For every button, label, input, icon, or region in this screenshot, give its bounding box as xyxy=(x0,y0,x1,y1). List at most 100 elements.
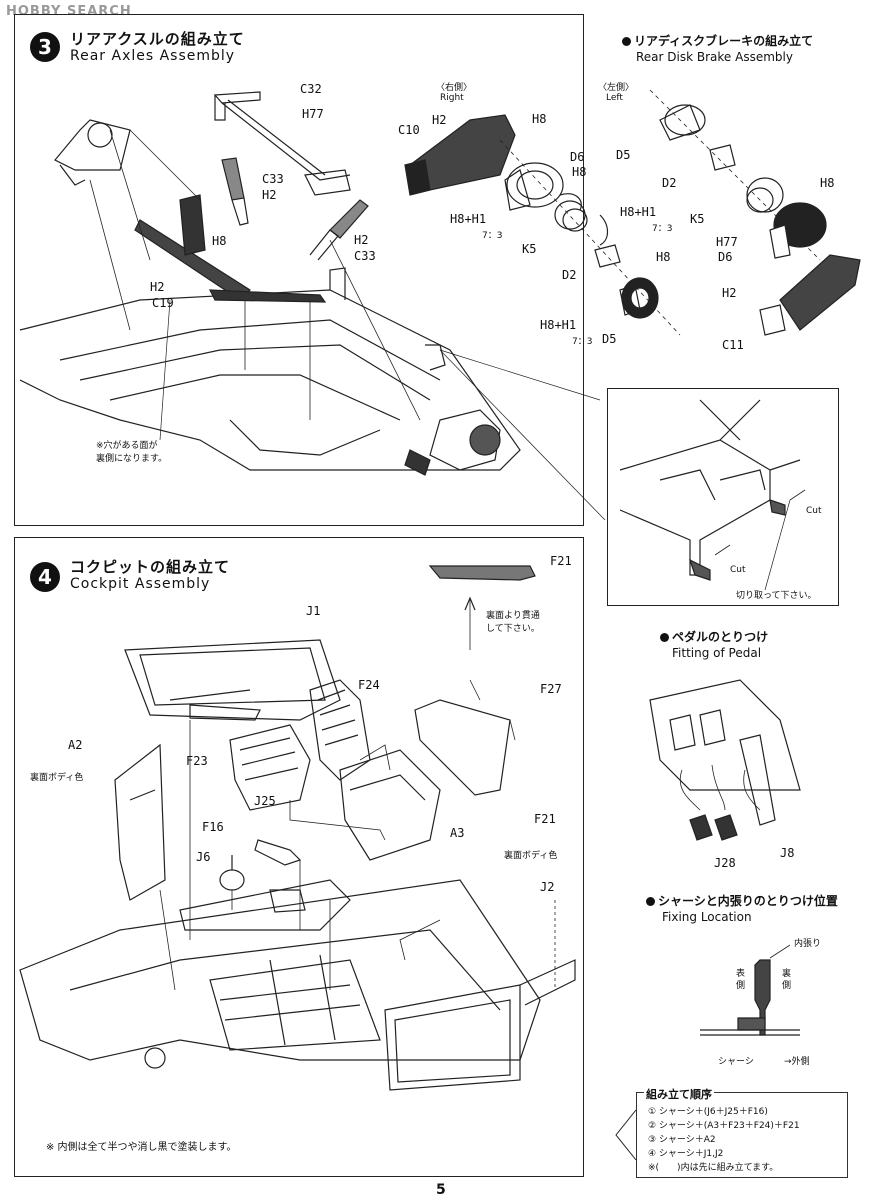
detail-cut-1: Cut xyxy=(806,506,822,516)
step3-title-ja: リアアクスルの組み立て xyxy=(70,30,245,48)
pedal-label-j28: J28 xyxy=(714,856,736,870)
rd-right-h8h1-c: H8+H1 xyxy=(540,318,577,332)
rd-right-d6: D6 xyxy=(570,150,585,164)
step4-label-j6: J6 xyxy=(196,850,211,864)
right-side-ja: 〈右側〉 xyxy=(436,83,473,93)
rd-left-c11: C11 xyxy=(722,338,744,352)
assembly-order-title: 組み立て順序 xyxy=(644,1086,714,1102)
rd-right-d5: D5 xyxy=(602,332,617,346)
step4-a3-body-color: 裏面ボディ色 xyxy=(504,851,558,861)
step3-panel xyxy=(14,14,584,526)
rear-disk-title-ja: リアディスクブレーキの組み立て xyxy=(622,32,813,49)
step4-a2-body-color: 裏面ボディ色 xyxy=(30,773,84,783)
step4-label-a2: A2 xyxy=(68,738,83,752)
fixing-title-ja: シャーシと内張りのとりつけ位置 xyxy=(646,892,838,909)
page-number: 5 xyxy=(436,1182,446,1198)
step3-label-h8: H8 xyxy=(212,234,227,248)
step3-label-c33-b: C33 xyxy=(354,249,376,263)
rd-right-h8-c: H8 xyxy=(656,250,671,264)
rd-left-h8: H8 xyxy=(820,176,835,190)
step3-label-c19: C19 xyxy=(152,296,174,310)
step4-label-f21-a: F21 xyxy=(550,554,572,568)
fixing-back: 裏 側 xyxy=(782,969,792,991)
rd-left-h77: H77 xyxy=(716,235,738,249)
left-side-ja: 〈左側〉 xyxy=(598,83,635,93)
step3-label-h2-b: H2 xyxy=(150,280,165,294)
fixing-inner: 内張り xyxy=(794,939,822,949)
step3-label-h77: H77 xyxy=(302,107,324,121)
step4-label-j2: J2 xyxy=(540,880,555,894)
rd-right-c10: C10 xyxy=(398,123,420,137)
step4-label-j1: J1 xyxy=(306,604,321,618)
step4-title-en: Cockpit Assembly xyxy=(70,576,211,592)
rd-right-h8h1-b: H8+H1 xyxy=(620,205,657,219)
fixing-outside: →外側 xyxy=(784,1057,810,1067)
step3-label-h2-c: H2 xyxy=(354,233,369,247)
bullet-icon xyxy=(660,633,669,642)
step4-title-ja: コクピットの組み立て xyxy=(70,558,231,576)
rd-ratio-a: 7：3 xyxy=(482,231,503,241)
order-line-4: ④ シャーシ＋J1,J2 xyxy=(648,1149,724,1159)
detail-panel xyxy=(607,388,839,606)
step4-number: 4 xyxy=(30,562,60,592)
rear-disk-title-ja-text: リアディスクブレーキの組み立て xyxy=(634,34,814,48)
step3-label-h2-a: H2 xyxy=(262,188,277,202)
fixing-title-en: Fixing Location xyxy=(662,910,752,924)
fixing-front: 表 側 xyxy=(736,969,746,991)
order-line-1: ① シャーシ＋(J6＋J25＋F16) xyxy=(648,1107,768,1117)
rd-left-d2: D2 xyxy=(662,176,677,190)
left-side-en: Left xyxy=(606,93,623,103)
step4-panel xyxy=(14,537,584,1177)
pedal-title-en: Fitting of Pedal xyxy=(672,646,762,660)
step3-number: 3 xyxy=(30,32,60,62)
rd-ratio-c: 7：3 xyxy=(572,337,593,347)
step4-label-f23: F23 xyxy=(186,754,208,768)
step3-label-c32: C32 xyxy=(300,82,322,96)
rd-right-k5: K5 xyxy=(522,242,537,256)
step3-title-en: Rear Axles Assembly xyxy=(70,48,236,64)
rd-right-h2: H2 xyxy=(432,113,447,127)
step4-label-f24: F24 xyxy=(358,678,380,692)
rd-right-h8-b: H8 xyxy=(572,165,587,179)
rd-left-k5: K5 xyxy=(690,212,705,226)
watermark-text: HOBBY SEARCH xyxy=(6,4,132,19)
order-line-3: ③ シャーシ＋A2 xyxy=(648,1135,716,1145)
fixing-title-ja-text: シャーシと内張りのとりつけ位置 xyxy=(658,894,838,908)
rd-right-d2: D2 xyxy=(562,268,577,282)
step4-f21-note: 裏面より貫通 して下さい。 xyxy=(486,611,540,634)
rd-left-d5: D5 xyxy=(616,148,631,162)
detail-cut-2: Cut xyxy=(730,565,746,575)
assembly-order-box xyxy=(636,1092,848,1178)
step3-note: ※穴がある面が 裏側になります。 xyxy=(96,441,168,464)
step4-label-f16: F16 xyxy=(202,820,224,834)
rd-right-h8h1-a: H8+H1 xyxy=(450,212,487,226)
step4-label-f21-b: F21 xyxy=(534,812,556,826)
rd-right-h8-a: H8 xyxy=(532,112,547,126)
step4-label-j25: J25 xyxy=(254,794,276,808)
pedal-label-j8: J8 xyxy=(780,846,795,860)
step3-label-c33-a: C33 xyxy=(262,172,284,186)
rd-ratio-b: 7：3 xyxy=(652,224,673,234)
fixing-chassis: シャーシ xyxy=(718,1057,754,1067)
pedal-title-ja-text: ペダルのとりつけ xyxy=(672,630,769,644)
detail-note: 切り取って下さい。 xyxy=(736,591,817,601)
pedal-title-ja: ペダルのとりつけ xyxy=(660,628,768,645)
step4-label-a3: A3 xyxy=(450,826,465,840)
rear-disk-title-en: Rear Disk Brake Assembly xyxy=(636,50,793,64)
right-side-en: Right xyxy=(440,93,464,103)
rd-left-d6: D6 xyxy=(718,250,733,264)
order-line-2: ② シャーシ＋(A3＋F23＋F24)＋F21 xyxy=(648,1121,800,1131)
rd-left-h2: H2 xyxy=(722,286,737,300)
step4-footnote: ※ 内側は全て半つや消し黒で塗装します。 xyxy=(46,1142,237,1153)
bullet-icon xyxy=(622,37,631,46)
step4-label-f27: F27 xyxy=(540,682,562,696)
bullet-icon xyxy=(646,897,655,906)
order-line-note: ※( )内は先に組み立てます。 xyxy=(648,1163,779,1173)
